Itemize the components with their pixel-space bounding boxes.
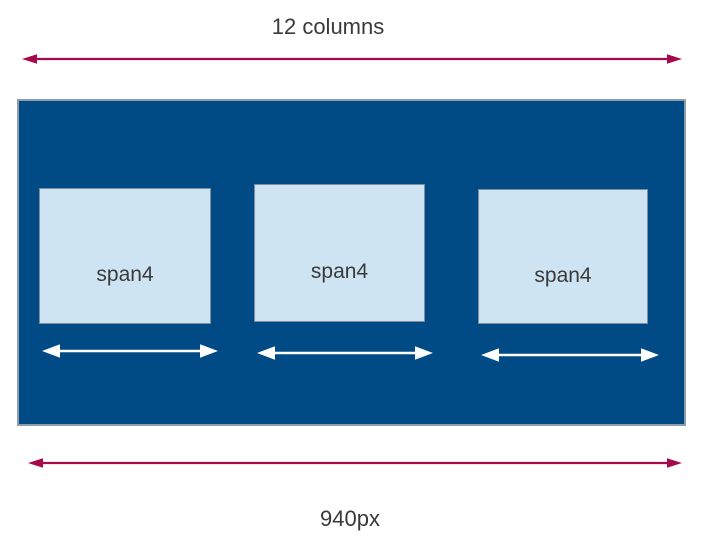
pixel-width-label: 940px <box>320 506 380 531</box>
grid-row-container: span4 span4 span4 <box>17 99 686 426</box>
pixel-width-arrow-icon <box>28 458 682 468</box>
grid-column-1-label: span4 <box>96 263 154 286</box>
grid-column-3: span4 <box>478 189 648 324</box>
grid-column-1: span4 <box>39 188 211 324</box>
columns-width-arrow-icon <box>22 54 682 64</box>
column-1-span-arrow-icon <box>42 344 218 358</box>
grid-column-3-label: span4 <box>534 263 592 287</box>
grid-column-2: span4 <box>254 184 425 322</box>
grid-column-2-label: span4 <box>310 260 369 283</box>
column-3-span-arrow-icon <box>481 348 659 362</box>
columns-count-label: 12 columns <box>271 14 385 39</box>
column-2-span-arrow-icon <box>257 346 433 360</box>
